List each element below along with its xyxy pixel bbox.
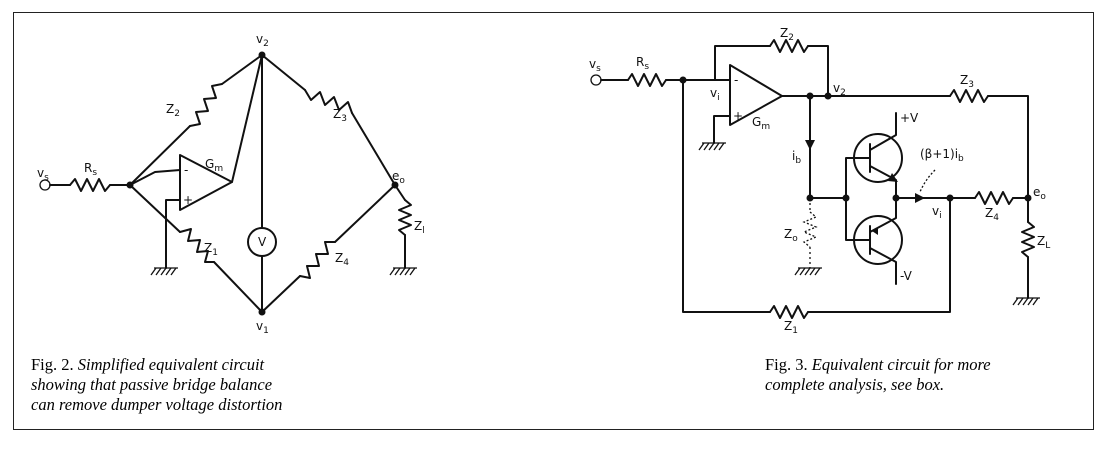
fig3-caption: Fig. 3. Equivalent circuit for more comp… — [765, 355, 1085, 395]
fig3-zo-label: Zo — [784, 227, 798, 244]
fig2-diagram — [39, 51, 418, 316]
fig2-z1-label: Z1 — [204, 241, 218, 258]
fig3-diagram — [590, 39, 1041, 319]
fig3-vi2-label: vi — [932, 204, 942, 221]
fig2-z4-resistor — [299, 241, 336, 279]
fig3-z3-label: Z3 — [960, 73, 974, 90]
fig3-eo-label: eo — [1033, 185, 1046, 202]
fig3-v2-label: v2 — [833, 81, 846, 98]
fig2-zl-label: Zl — [414, 219, 425, 236]
fig3-v2-node — [824, 92, 832, 100]
fig3-z2-label: Z2 — [780, 26, 794, 43]
fig3-plus-label: + — [733, 109, 743, 123]
fig2-gm-label: Gm — [205, 157, 223, 174]
fig3-caption-prefix: Fig. 3. — [765, 355, 808, 374]
fig2-vs-label: vs — [37, 166, 49, 183]
fig2-minus-label: - — [184, 163, 188, 177]
fig3-z1-label: Z1 — [784, 319, 798, 336]
fig3-zl-label: ZL — [1037, 234, 1050, 251]
fig3-zl-resistor — [1021, 221, 1035, 258]
fig3-minus-v-label: -V — [900, 269, 913, 283]
fig3-caption-line1: Equivalent circuit for more — [811, 355, 991, 374]
fig2-plus-label: + — [183, 193, 193, 207]
fig3-ib-arrow — [805, 140, 815, 150]
fig3-vs-terminal — [590, 74, 602, 86]
fig2-meter-label: V — [258, 235, 267, 249]
fig3-caption-line2: complete analysis, see box. — [765, 375, 945, 394]
fig3-vi-label: vi — [710, 86, 720, 103]
fig2-z1-resistor — [179, 228, 215, 263]
fig2-caption-line3: can remove dumper voltage distortion — [31, 395, 283, 414]
fig3-rs-label: Rs — [636, 55, 649, 72]
fig2-rs-resistor — [69, 178, 111, 192]
fig2-caption: Fig. 2. Simplified equivalent circuit sh… — [31, 355, 391, 415]
figure-frame — [13, 12, 1094, 430]
fig2-z3-label: Z3 — [333, 107, 347, 124]
fig3-zo-resistor — [802, 211, 818, 248]
fig3-vs-label: vs — [589, 57, 601, 74]
fig2-v2-label: v2 — [256, 32, 269, 49]
fig2-z3-resistor — [304, 89, 353, 114]
fig3-beta-label: (β+1)ib — [920, 147, 964, 164]
fig2-v1-label: v1 — [256, 319, 269, 336]
fig3-z4-resistor — [974, 191, 1014, 205]
fig3-ib-label: ib — [792, 149, 801, 166]
fig2-rs-label: Rs — [84, 161, 97, 178]
fig2-v1-node — [258, 308, 266, 316]
fig2-z4-label: Z4 — [335, 251, 349, 268]
fig3-minus-label: - — [734, 73, 738, 87]
fig2-caption-line1: Simplified equivalent circuit — [77, 355, 265, 374]
fig3-gm-label: Gm — [752, 115, 770, 132]
fig3-plus-v-label: +V — [900, 111, 919, 125]
fig3-z4-label: Z4 — [985, 206, 999, 223]
fig3-z2-resistor — [769, 39, 809, 53]
fig2-caption-line2: showing that passive bridge balance — [31, 375, 273, 394]
fig2-zl-resistor — [398, 199, 412, 236]
fig3-z1-resistor — [769, 305, 809, 319]
fig3-gm-amplifier — [729, 64, 783, 126]
fig2-gm-amplifier — [179, 154, 233, 211]
fig3-rs-resistor — [627, 73, 667, 87]
fig2-z2-resistor — [189, 83, 223, 127]
fig2-eo-label: eo — [392, 169, 405, 186]
fig3-current-arrow — [915, 193, 925, 203]
fig2-caption-prefix: Fig. 2. — [31, 355, 74, 374]
fig3-z3-resistor — [949, 89, 989, 103]
fig2-z2-label: Z2 — [166, 102, 180, 119]
